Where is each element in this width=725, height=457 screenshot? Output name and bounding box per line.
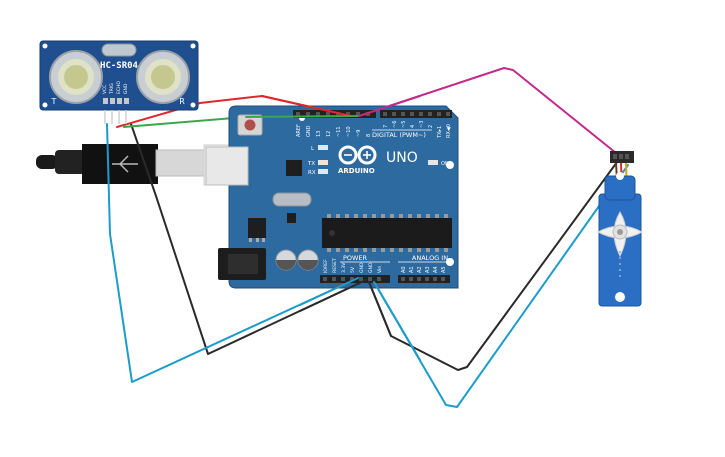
pin-label: A2 bbox=[417, 266, 423, 273]
pin-label: AREF bbox=[296, 124, 302, 137]
pin-label: A0 bbox=[401, 266, 407, 273]
led-on-label: ON bbox=[441, 161, 449, 167]
pin-label: 4 bbox=[410, 125, 416, 128]
analog-header[interactable] bbox=[398, 275, 450, 283]
pin-label: RX◀0 bbox=[446, 124, 452, 138]
atmega-chip bbox=[322, 218, 452, 248]
sensor-model-label: HC-SR04 bbox=[100, 61, 139, 71]
pin-label: 13 bbox=[316, 131, 322, 137]
analog-section-label: ANALOG IN bbox=[412, 254, 448, 262]
digital-pin-labels: AREF GND 13 12 ~11 ~10 ~9 8 7 ~6 ~5 4 ~3… bbox=[296, 121, 452, 139]
sensor-pin[interactable] bbox=[110, 98, 115, 104]
board-brand-label: ARDUINO bbox=[338, 167, 375, 175]
pin-label: 3.3V bbox=[341, 262, 347, 273]
led-l bbox=[318, 145, 328, 150]
power-section-label: POWER bbox=[343, 254, 368, 262]
wire-blue-vcc[interactable] bbox=[106, 123, 359, 383]
led-on bbox=[428, 160, 438, 165]
sensor-pin-label: GND bbox=[123, 83, 129, 94]
ultrasonic-sensor[interactable]: HC-SR04 T R VCC TRIG ECHO GND bbox=[39, 40, 199, 124]
board-model-label: UNO bbox=[386, 150, 418, 166]
digital-section-label: DIGITAL (PWM~) bbox=[372, 131, 426, 139]
analog-pin-labels: A0 A1 A2 A3 A4 A5 bbox=[401, 266, 447, 273]
sensor-pin-label: TRIG bbox=[109, 83, 115, 95]
pin-label: 7 bbox=[383, 125, 389, 128]
pin-label: ~3 bbox=[419, 121, 425, 128]
sensor-pin-labels: VCC TRIG ECHO GND bbox=[102, 81, 129, 95]
power-pin-labels: IOREF RESET 3.3V 5V GND GND Vin bbox=[323, 258, 383, 273]
pin-label: ~5 bbox=[401, 121, 407, 128]
pin-label: ~6 bbox=[392, 121, 398, 128]
pin-label: A4 bbox=[433, 266, 439, 273]
led-l-label: L bbox=[311, 146, 315, 152]
pin-label: ~10 bbox=[346, 126, 352, 137]
pin-label: 5V bbox=[350, 266, 356, 273]
led-tx bbox=[318, 160, 328, 165]
pin-label: RESET bbox=[332, 258, 338, 273]
sensor-pin-label: ECHO bbox=[116, 81, 122, 94]
sensor-corner-left: T bbox=[51, 97, 57, 106]
sensor-pin[interactable] bbox=[103, 98, 108, 104]
pin-label: IOREF bbox=[323, 259, 329, 273]
usb-port[interactable] bbox=[205, 146, 249, 186]
pin-label: 12 bbox=[326, 131, 332, 137]
pin-label: Vin bbox=[377, 266, 383, 273]
sensor-pin[interactable] bbox=[124, 98, 129, 104]
pin-label: A1 bbox=[409, 266, 415, 273]
servo-motor[interactable] bbox=[596, 151, 644, 307]
wire-magenta-signal[interactable] bbox=[358, 67, 617, 154]
pin-label: A5 bbox=[441, 266, 447, 273]
transducer-right bbox=[136, 50, 190, 104]
pin-label: GND bbox=[368, 262, 374, 273]
wire-endpoints bbox=[245, 95, 421, 361]
pin-label: GND bbox=[306, 125, 312, 137]
sensor-pins bbox=[103, 98, 129, 104]
pin-label: A3 bbox=[425, 266, 431, 273]
pin-label: 8 bbox=[366, 134, 372, 137]
transducer-left bbox=[49, 50, 103, 104]
arduino-uno-board[interactable]: AREF GND 13 12 ~11 ~10 ~9 8 7 ~6 ~5 4 ~3… bbox=[205, 105, 459, 289]
led-rx-label: RX bbox=[308, 170, 316, 176]
pin-label: TX▸1 bbox=[437, 126, 443, 139]
sensor-pin-label: VCC bbox=[102, 85, 108, 94]
sensor-pin[interactable] bbox=[117, 98, 122, 104]
arduino-logo-icon bbox=[338, 145, 377, 165]
pin-label: ~9 bbox=[356, 130, 362, 137]
led-rx bbox=[318, 169, 328, 174]
sensor-corner-right: R bbox=[179, 97, 185, 106]
led-tx-label: TX bbox=[307, 161, 315, 167]
wire-black-gnd[interactable] bbox=[130, 123, 367, 355]
pin-label: GND bbox=[359, 262, 365, 273]
servo-horn-icon bbox=[596, 211, 644, 258]
pin-label: ~11 bbox=[336, 126, 342, 137]
usb-symbol-icon bbox=[112, 155, 138, 173]
pin-label: 2 bbox=[428, 125, 434, 128]
